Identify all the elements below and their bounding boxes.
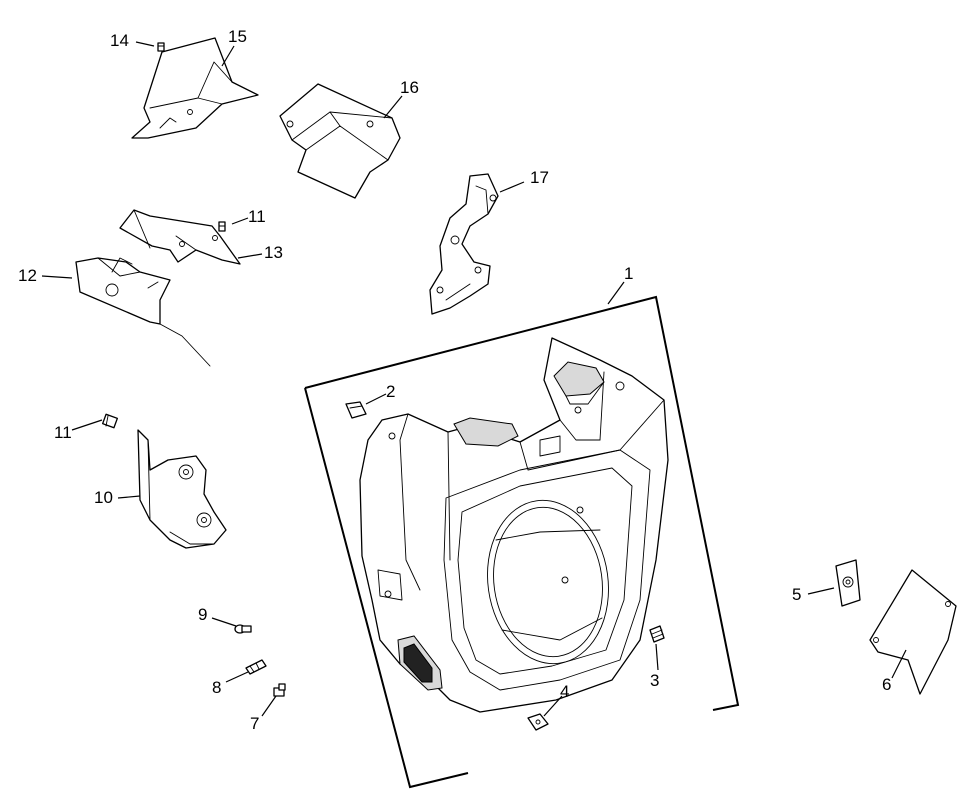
callout-16: 16 xyxy=(400,78,419,97)
callout-15: 15 xyxy=(228,27,247,46)
callout-8: 8 xyxy=(212,678,221,697)
part-5-clip xyxy=(835,559,861,607)
part-14-screw xyxy=(157,42,165,52)
callout-1: 1 xyxy=(624,264,633,283)
part-3-clip xyxy=(649,625,665,643)
callout-labels: 1 2 3 4 5 6 7 8 9 10 11 11 12 13 14 15 1… xyxy=(18,27,891,733)
callout-3: 3 xyxy=(650,671,659,690)
part-11-screw-upper xyxy=(218,221,226,232)
callout-12: 12 xyxy=(18,266,37,285)
part-7-fastener xyxy=(273,683,286,697)
part-1-blower-housing xyxy=(359,337,669,713)
part-9-fastener xyxy=(234,624,252,634)
callout-7: 7 xyxy=(250,714,259,733)
callout-4: 4 xyxy=(560,682,569,701)
part-13-bracket xyxy=(119,209,241,265)
callout-9: 9 xyxy=(198,605,207,624)
part-1-frame xyxy=(304,295,740,789)
callout-13: 13 xyxy=(264,243,283,262)
part-6-plate xyxy=(869,569,957,695)
part-17-bracket xyxy=(429,173,499,315)
part-16-baffle xyxy=(279,83,401,199)
part-2-clip xyxy=(345,401,367,419)
callout-17: 17 xyxy=(530,168,549,187)
callout-11-lower: 11 xyxy=(54,423,72,442)
part-4-nut xyxy=(527,713,549,731)
leader-lines xyxy=(41,41,907,717)
part-12-plate xyxy=(75,257,211,367)
callout-14: 14 xyxy=(110,31,129,50)
callout-5: 5 xyxy=(792,585,801,604)
callout-6: 6 xyxy=(882,675,891,694)
part-10-side-bracket xyxy=(137,429,227,549)
part-8-fastener xyxy=(245,659,267,675)
part-11-screw-lower xyxy=(102,413,118,429)
callout-10: 10 xyxy=(94,488,113,507)
part-15-shroud-plate xyxy=(131,37,259,139)
callout-11-upper: 11 xyxy=(248,207,266,226)
callout-2: 2 xyxy=(386,382,395,401)
